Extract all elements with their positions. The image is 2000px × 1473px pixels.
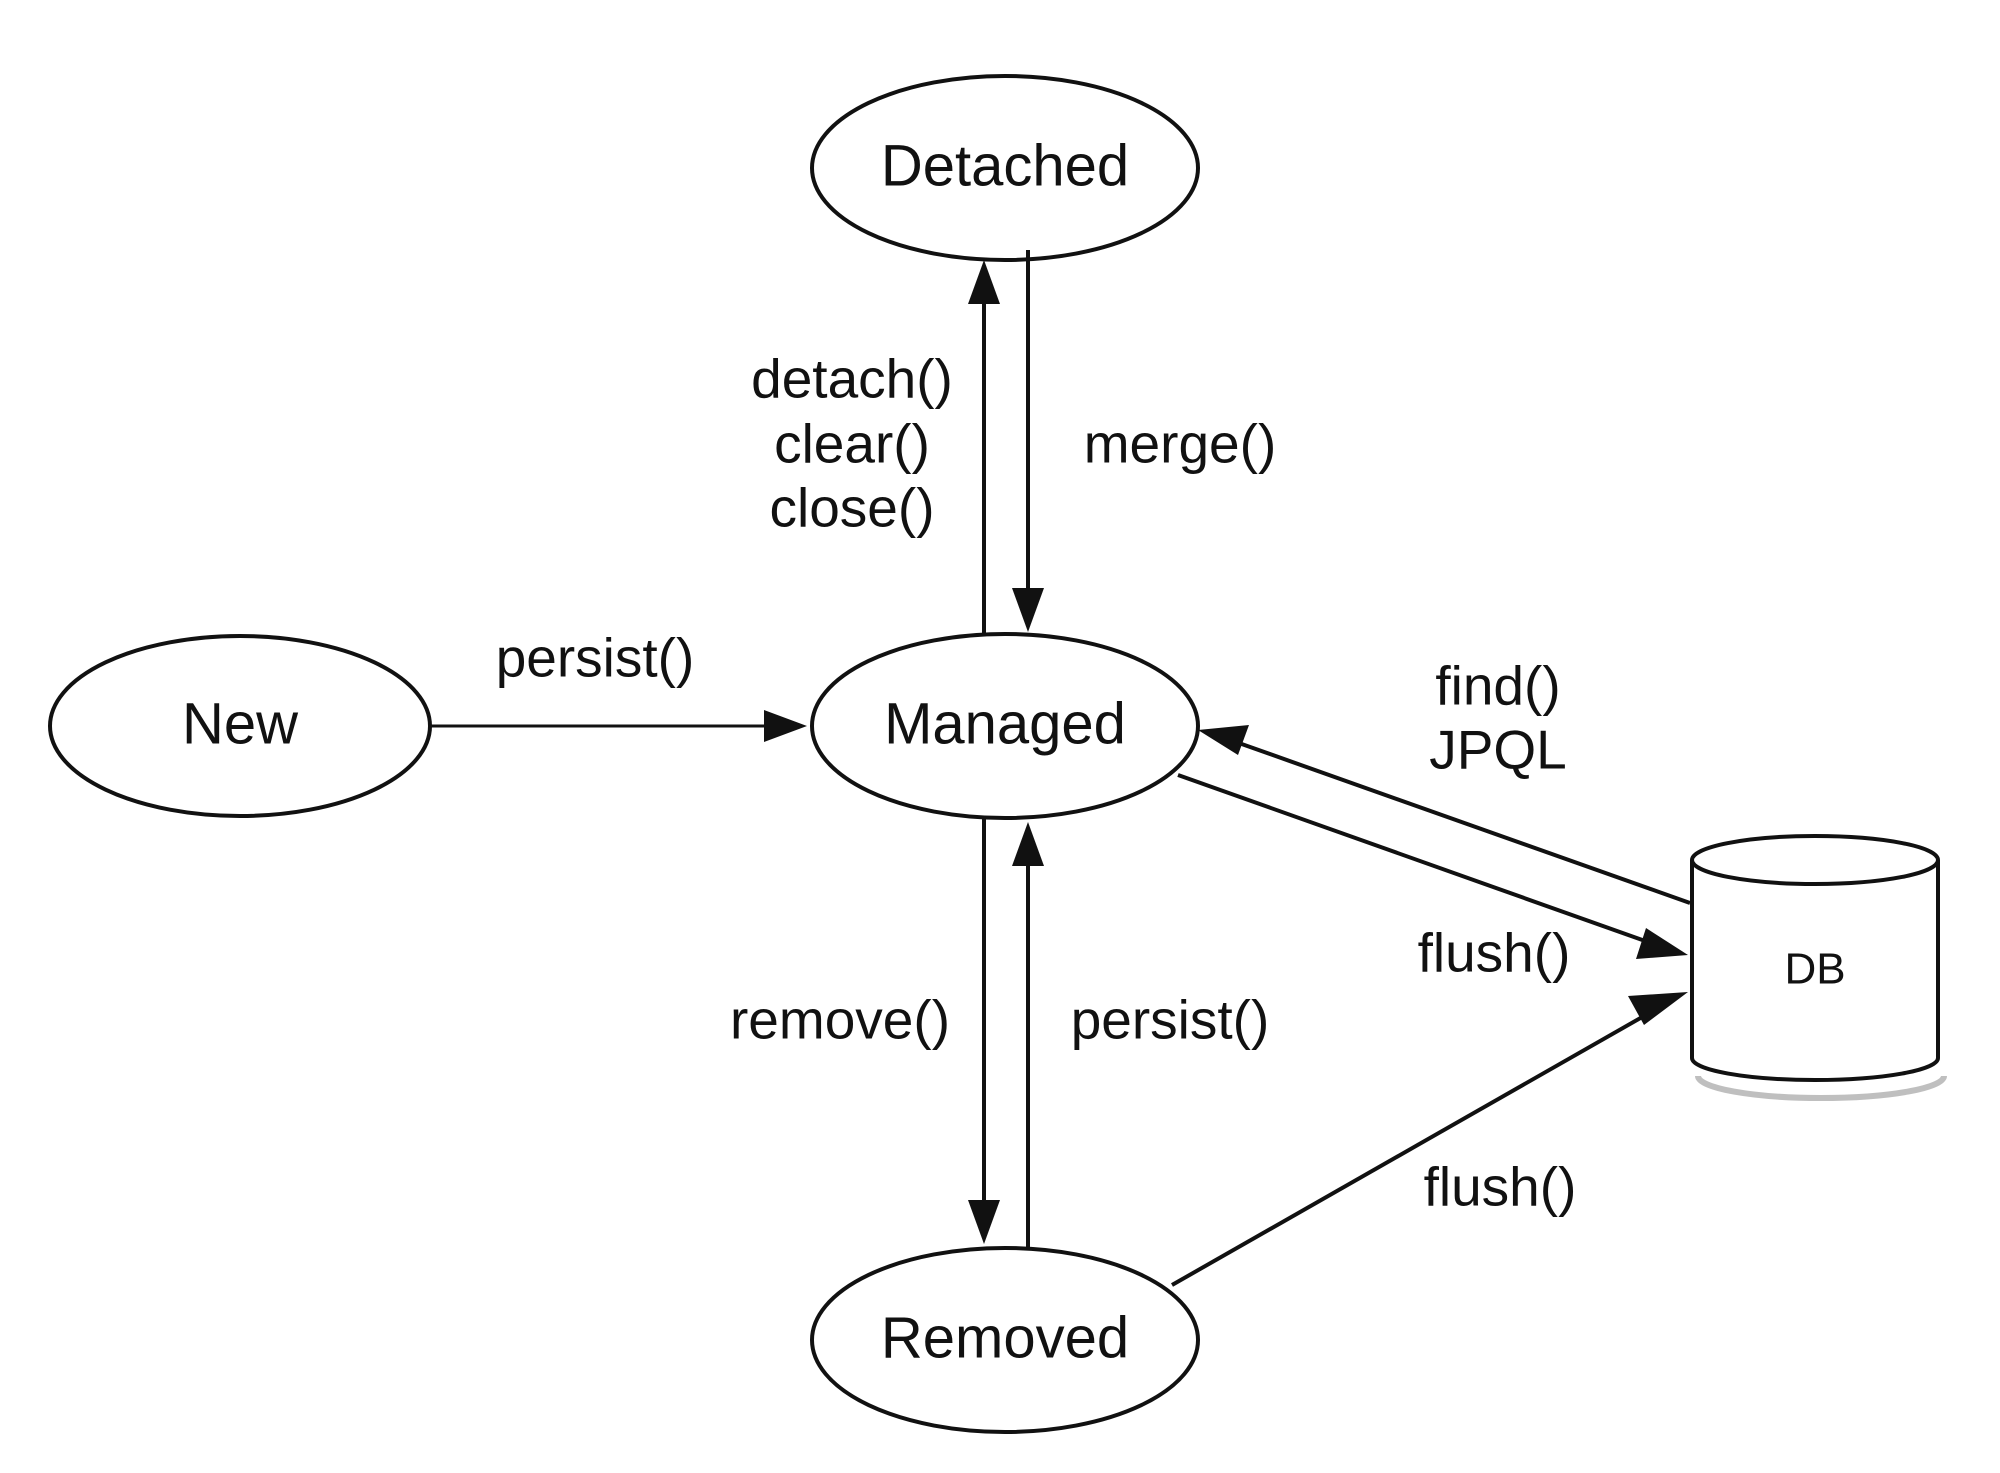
removed-ellipse bbox=[810, 1246, 1200, 1434]
arrowhead bbox=[1628, 992, 1688, 1025]
detached-ellipse bbox=[810, 74, 1200, 262]
edge-managed-to-db: flush() bbox=[1177, 773, 1688, 984]
node-db: DB bbox=[1690, 834, 1947, 1101]
arrowhead bbox=[968, 260, 1000, 304]
detached-label: Detached bbox=[881, 133, 1129, 198]
edge-detached-to-managed: merge() bbox=[1012, 250, 1276, 632]
edge-removed-to-managed: persist() bbox=[1012, 822, 1269, 1248]
new-ellipse bbox=[48, 634, 432, 818]
edge-line bbox=[1171, 1010, 1652, 1287]
edge-label-find: find() bbox=[1435, 655, 1560, 717]
managed-ellipse bbox=[810, 632, 1200, 820]
edge-line bbox=[1177, 773, 1649, 944]
new-label: New bbox=[182, 691, 299, 756]
edge-db-to-managed: find() JPQL bbox=[1198, 655, 1691, 905]
node-detached: Detached bbox=[810, 74, 1200, 262]
edge-label-persist: persist() bbox=[496, 627, 695, 689]
db-label: DB bbox=[1784, 945, 1845, 994]
edge-label-detach: detach() bbox=[751, 348, 953, 410]
db-cylinder-top bbox=[1690, 834, 1940, 886]
edge-managed-to-detached: detach() clear() close() bbox=[751, 260, 1000, 633]
arrowhead bbox=[764, 710, 807, 742]
managed-label: Managed bbox=[884, 691, 1126, 756]
arrowhead bbox=[1012, 588, 1044, 632]
edge-managed-to-removed: remove() bbox=[730, 818, 1000, 1244]
node-removed: Removed bbox=[810, 1246, 1200, 1434]
edge-label-jpql: JPQL bbox=[1429, 719, 1567, 781]
node-new: New bbox=[48, 634, 432, 818]
arrowhead bbox=[968, 1200, 1000, 1244]
edge-label-close: close() bbox=[769, 477, 934, 539]
removed-label: Removed bbox=[881, 1305, 1129, 1370]
edge-label-flush: flush() bbox=[1424, 1156, 1577, 1218]
edge-label-merge: merge() bbox=[1084, 413, 1277, 475]
edge-new-to-managed: persist() bbox=[431, 627, 807, 742]
edge-label-persist: persist() bbox=[1071, 989, 1270, 1051]
arrowhead bbox=[1012, 822, 1044, 866]
edge-label-clear: clear() bbox=[774, 413, 930, 475]
arrowhead bbox=[1198, 725, 1249, 755]
db-shadow bbox=[1695, 1075, 1947, 1101]
arrowhead bbox=[1636, 928, 1688, 959]
edge-label-flush: flush() bbox=[1418, 922, 1571, 984]
node-managed: Managed bbox=[810, 632, 1200, 820]
edge-removed-to-db: flush() bbox=[1171, 992, 1688, 1287]
edge-label-remove: remove() bbox=[730, 989, 950, 1051]
db-cylinder-body bbox=[1690, 860, 1940, 1082]
edge-line bbox=[1235, 740, 1691, 905]
